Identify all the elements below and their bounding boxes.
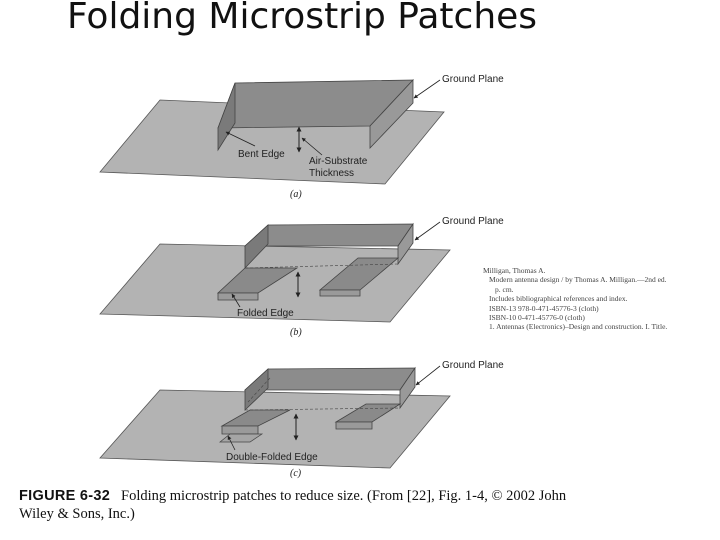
fold-left-top-b: [244, 224, 269, 269]
panel-c: Ground Plane Double-Folded Edge (c): [99, 360, 504, 479]
sub-label-b: (b): [290, 327, 302, 338]
ground-plane-label-c: Ground Plane: [442, 360, 504, 371]
double-folded-edge-label: Double-Folded Edge: [226, 452, 318, 463]
thickness-label-1: Air-Substrate: [309, 156, 368, 167]
fold-left-front-c: [221, 425, 259, 435]
catalog-line: 1. Antennas (Electronics)–Design and con…: [489, 322, 668, 332]
bent-edge-a: [217, 82, 236, 152]
panel-b: Ground Plane Folded Edge (b): [99, 216, 504, 338]
patch-top-b: [243, 223, 414, 247]
patch-side-a: [369, 78, 414, 149]
catalog-line: p. cm.: [495, 284, 514, 294]
fold-right-front-b: [319, 289, 361, 297]
catalog-line: ISBN-10 0-471-45776-0 (cloth): [489, 313, 585, 323]
thickness-label-2: Thickness: [309, 168, 354, 179]
panel-a: Ground Plane Bent Edge Air-Substrate Thi…: [99, 74, 504, 200]
fold-right-front-c: [335, 421, 373, 430]
bent-edge-label: Bent Edge: [238, 149, 285, 160]
folded-edge-label: Folded Edge: [237, 308, 294, 319]
catalog-record: Milligan, Thomas A. Modern antenna desig…: [483, 266, 718, 332]
patch-side-c: [399, 366, 416, 410]
figure-number: FIGURE 6-32: [19, 488, 111, 504]
slide-title: Folding Microstrip Patches: [67, 0, 538, 37]
fold-left-front-b: [217, 292, 259, 301]
ground-plane-label-b: Ground Plane: [442, 216, 504, 227]
catalog-line: Modern antenna design / by Thomas A. Mil…: [489, 275, 667, 285]
caption-text-2: Wiley & Sons, Inc.): [19, 506, 135, 522]
catalog-line: Includes bibliographical references and …: [489, 294, 628, 304]
ground-plane-label-a: Ground Plane: [442, 74, 504, 85]
sub-label-c: (c): [290, 468, 302, 479]
figure-caption: FIGURE 6-32 Folding microstrip patches t…: [19, 487, 659, 523]
caption-text-1: Folding microstrip patches to reduce siz…: [121, 488, 567, 504]
patch-top-c: [243, 367, 416, 391]
catalog-line: Milligan, Thomas A.: [483, 266, 546, 275]
fold-left-top-c: [244, 368, 269, 411]
sub-label-a: (a): [290, 189, 302, 200]
catalog-line: ISBN-13 978-0-471-45776-3 (cloth): [489, 303, 599, 313]
